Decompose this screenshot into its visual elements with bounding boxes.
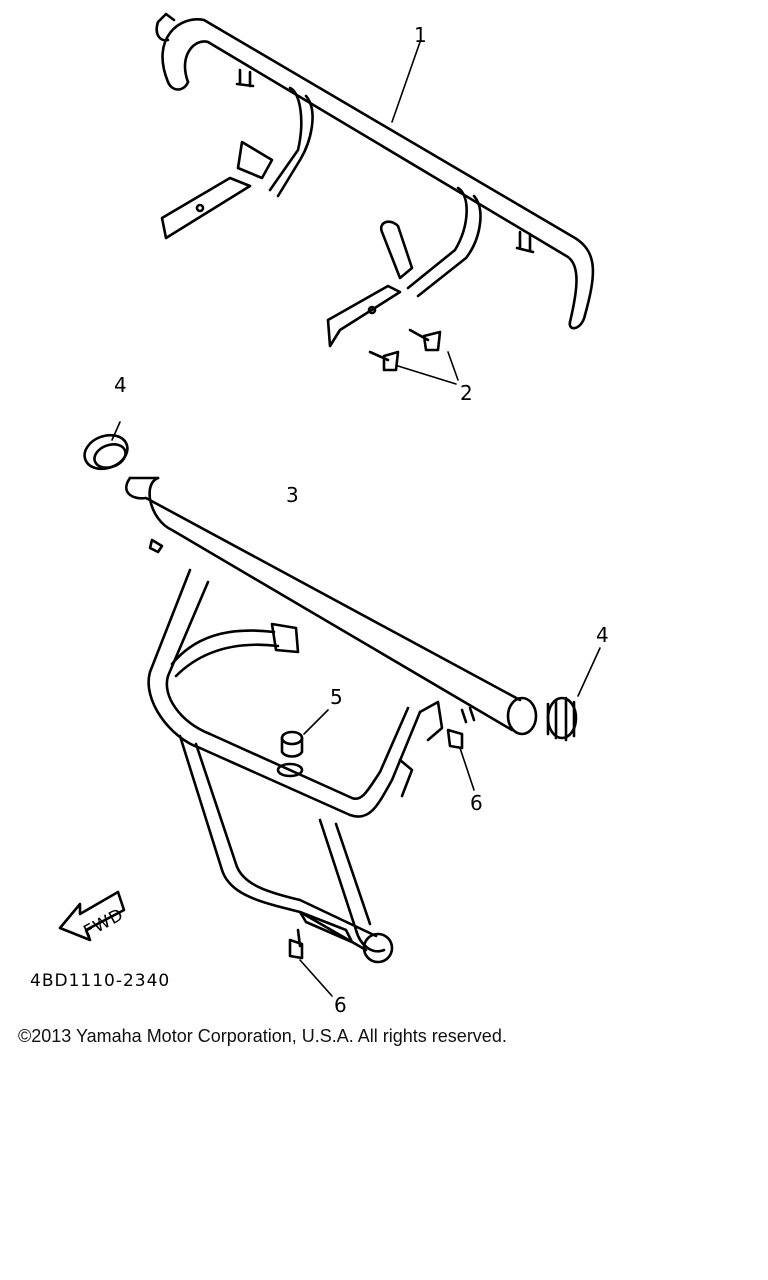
end-cap-part-4-left (83, 421, 129, 471)
bolts-part-6 (288, 706, 476, 997)
fwd-arrow-icon: FWD (58, 890, 127, 942)
part-number-3: 3 (286, 483, 299, 507)
part-number-5: 5 (330, 685, 343, 709)
end-cap-part-4-right (546, 647, 601, 742)
part-number-2: 2 (460, 381, 473, 405)
part-number-4-left: 4 (114, 373, 127, 397)
drawing-code: 4BD1110-2340 (30, 971, 170, 991)
bolts-part-2 (368, 328, 459, 385)
part-number-4-right: 4 (596, 623, 609, 647)
part-number-6-upper: 6 (470, 791, 483, 815)
copyright-notice: ©2013 Yamaha Motor Corporation, U.S.A. A… (18, 1026, 507, 1046)
collar-part-5 (276, 709, 329, 778)
lower-guard-part-3 (125, 476, 538, 964)
part-number-6-lower: 6 (334, 993, 347, 1017)
upper-guard-part-1 (155, 12, 595, 348)
part-number-1: 1 (414, 23, 427, 47)
